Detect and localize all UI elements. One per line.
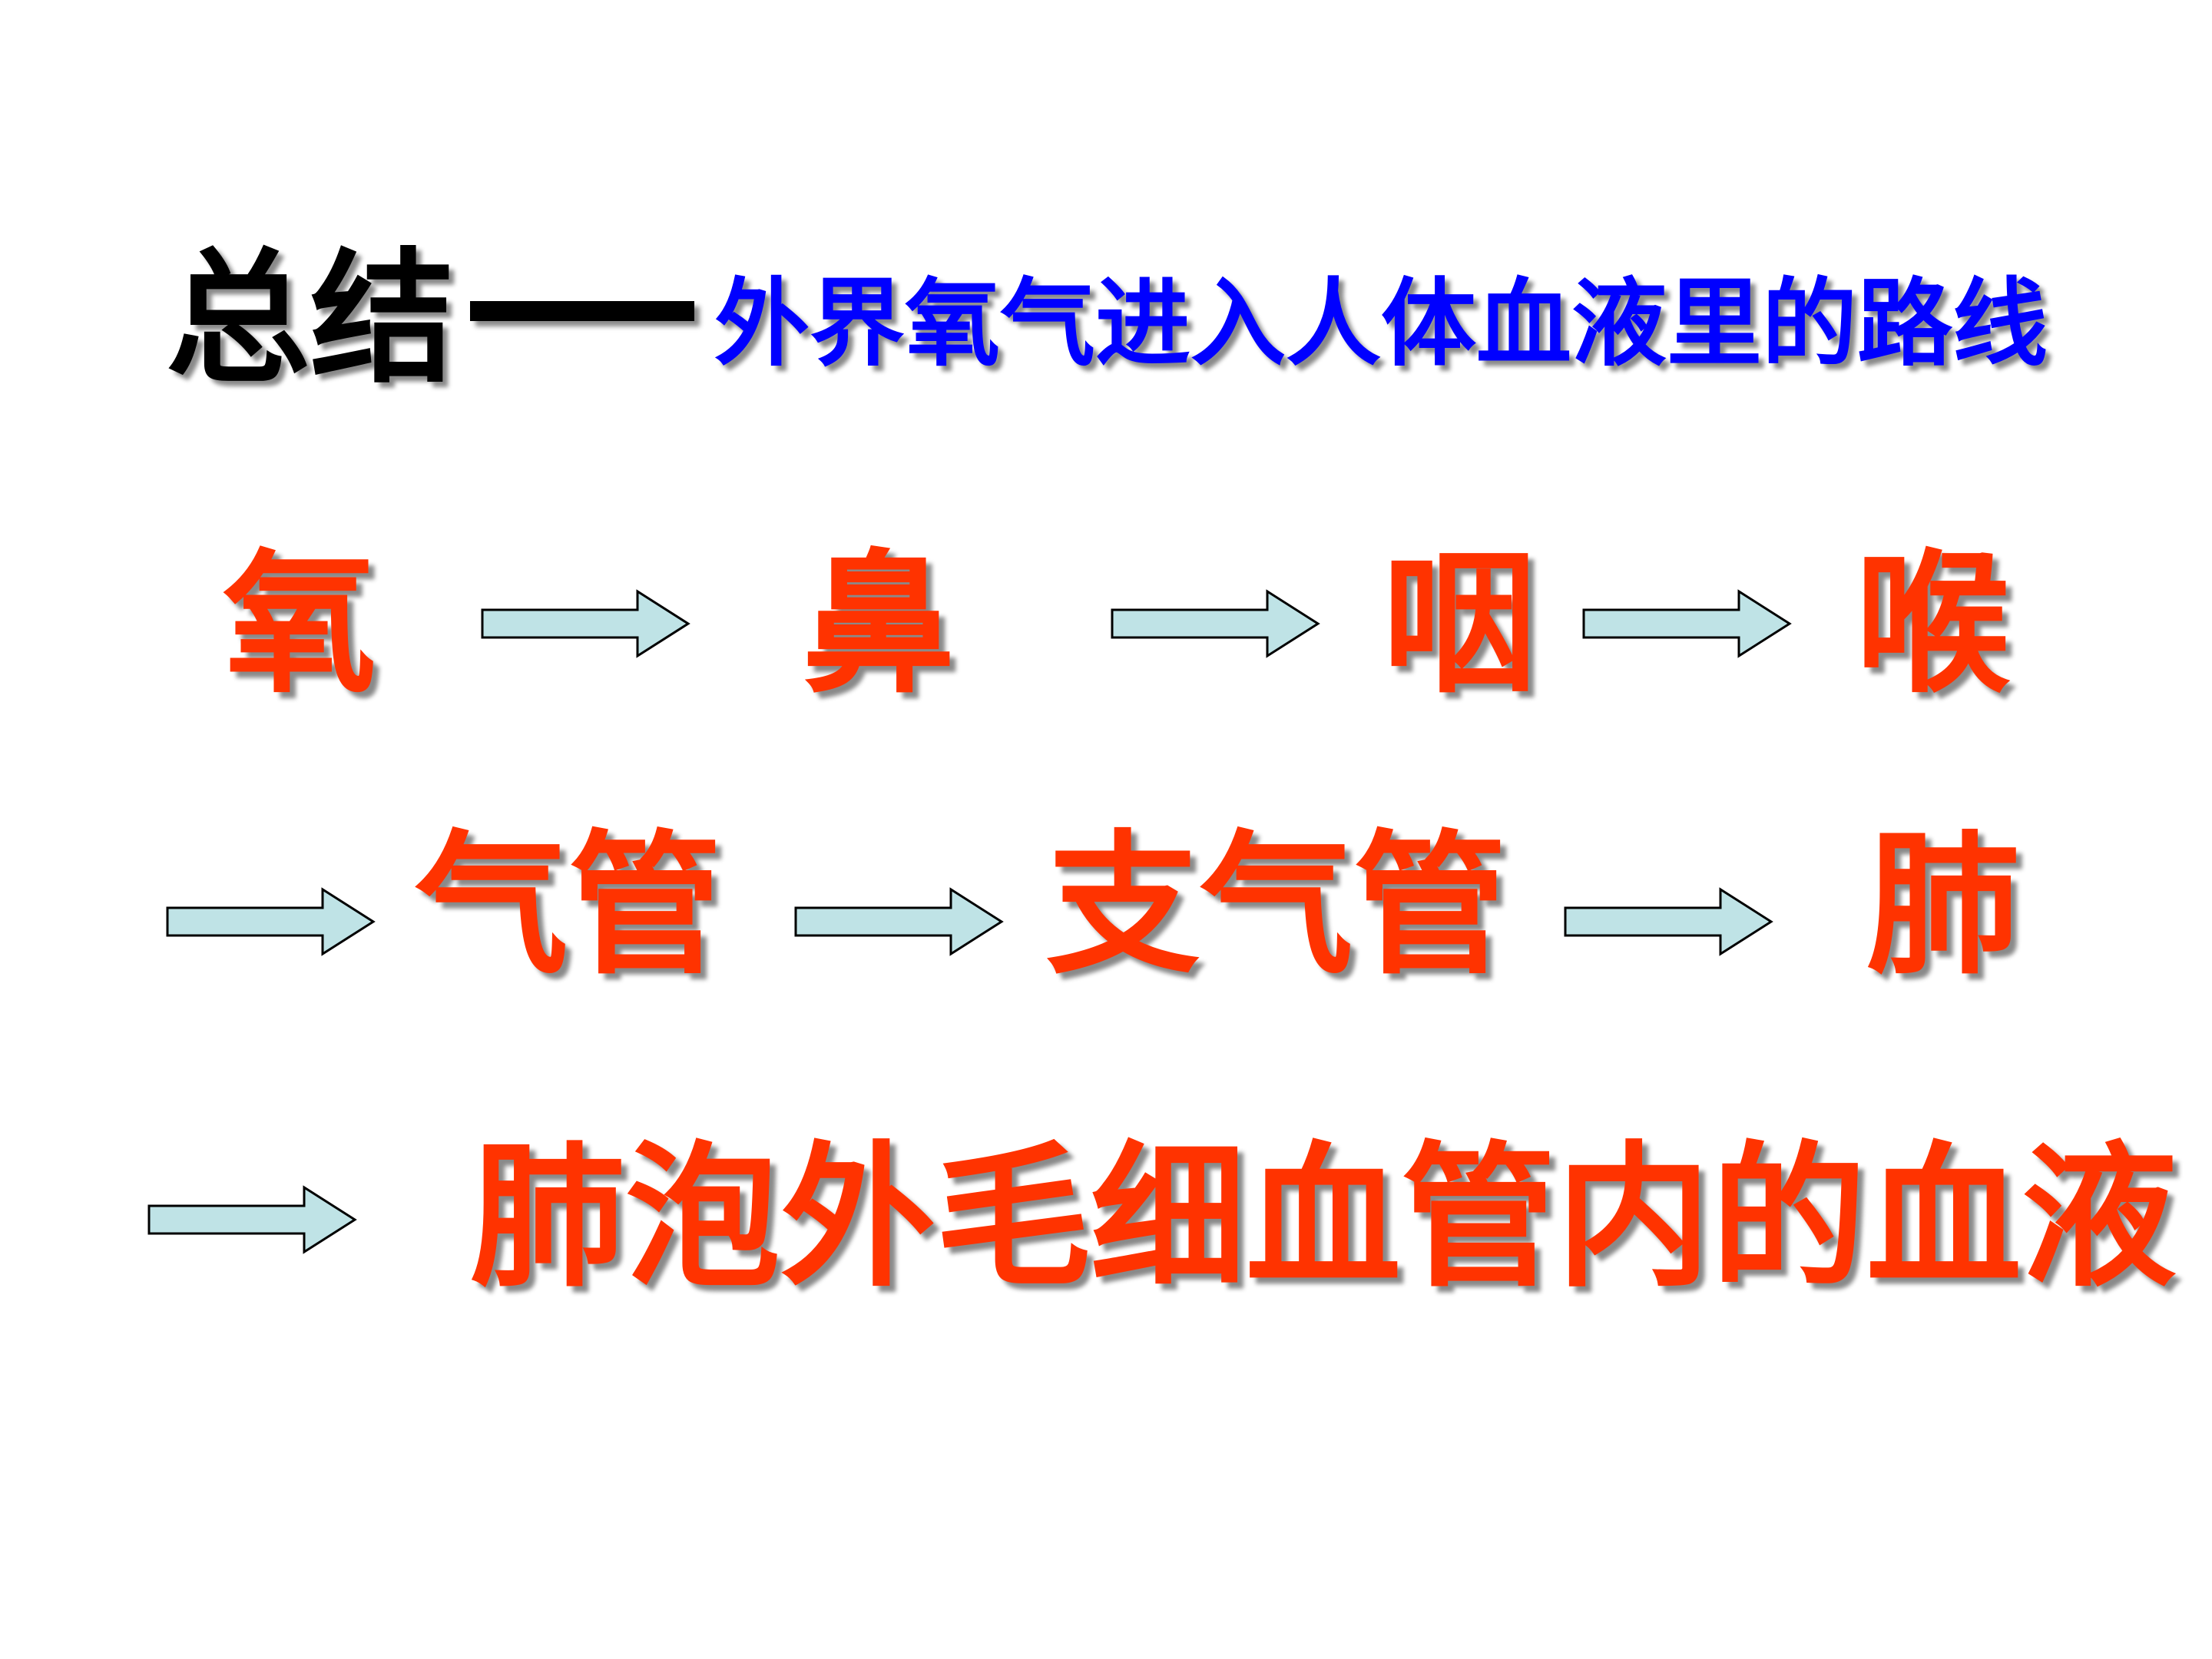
right-arrow-icon (146, 1181, 361, 1258)
term-bronchus: 支气管 (1046, 816, 1508, 995)
term-larynx: 喉 (1856, 535, 2010, 714)
term-nose: 鼻 (802, 535, 956, 714)
right-arrow-icon (164, 883, 379, 960)
right-arrow-icon (1109, 585, 1324, 662)
right-arrow-icon (479, 585, 694, 662)
slide-title: 总结 (166, 235, 455, 403)
right-arrow-icon (793, 883, 1008, 960)
term-capillary-blood: 肺泡外毛细血管内的血液 (470, 1127, 2177, 1308)
term-pharynx: 咽 (1382, 535, 1537, 714)
term-lung: 肺 (1866, 816, 2021, 995)
slide-subtitle: 外界氧气进入人体血液里的路线 (714, 269, 2048, 379)
right-arrow-icon (1581, 585, 1796, 662)
term-oxygen: 氧 (223, 535, 377, 714)
right-arrow-icon (1562, 883, 1777, 960)
term-trachea: 气管 (415, 816, 723, 995)
title-dash (470, 301, 694, 321)
